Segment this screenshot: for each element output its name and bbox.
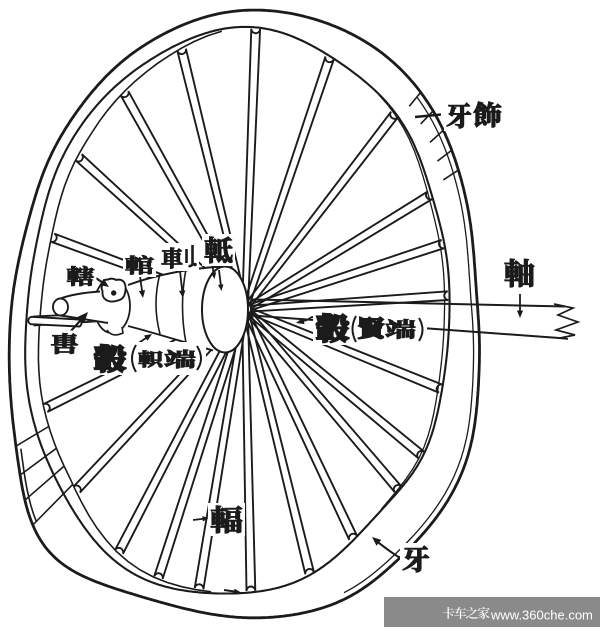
svg-text:www.360che.com: www.360che.com: [490, 608, 593, 623]
